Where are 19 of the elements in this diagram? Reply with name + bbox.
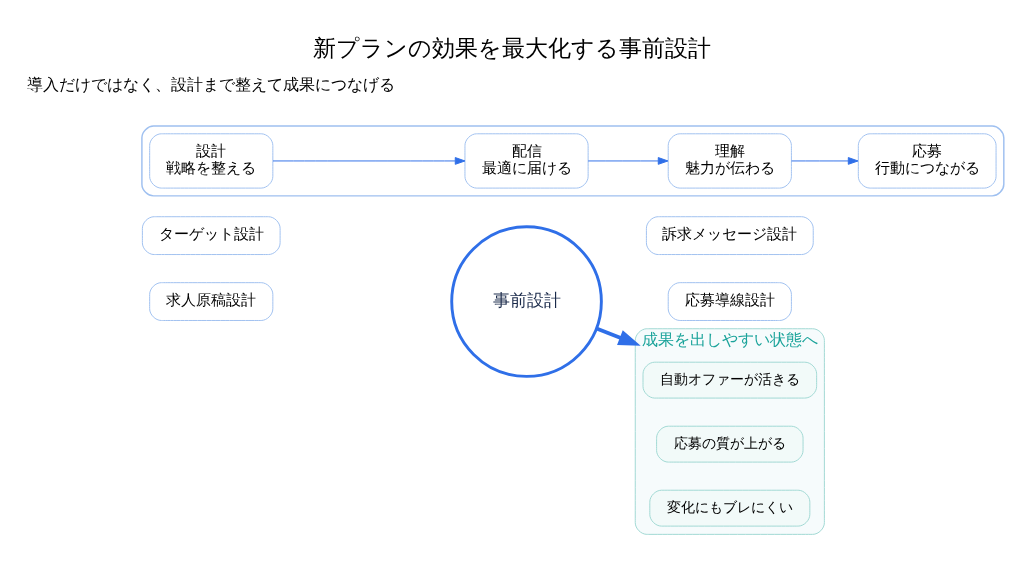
- node-box: 配信 最適に届ける: [464, 133, 589, 189]
- node-box: 設計 戦略を整える: [149, 133, 274, 189]
- diagram-title: 新プランの効果を最大化する事前設計: [313, 34, 711, 62]
- arrow: [272, 157, 466, 165]
- node-box: 変化にもブレにくい: [649, 489, 811, 527]
- node-box: 訴求メッセージ設計: [645, 216, 814, 256]
- arrow: [595, 326, 641, 346]
- node-circle: 事前設計: [450, 225, 603, 378]
- arrow: [791, 157, 859, 165]
- cluster: [141, 125, 1005, 197]
- node-box: 応募の質が上がる: [656, 425, 804, 463]
- node-box: 自動オファーが活きる: [642, 361, 818, 399]
- node-box: 応募導線設計: [667, 282, 792, 321]
- node-box: 求人原稿設計: [149, 282, 274, 321]
- node-box: ターゲット設計: [141, 216, 281, 256]
- label: 導入だけではなく、設計まで整えて成果につなげる: [27, 75, 396, 94]
- node-box: 応募 行動につながる: [857, 133, 997, 189]
- node-box: 理解 魅力が伝わる: [667, 133, 792, 189]
- arrow: [587, 157, 669, 165]
